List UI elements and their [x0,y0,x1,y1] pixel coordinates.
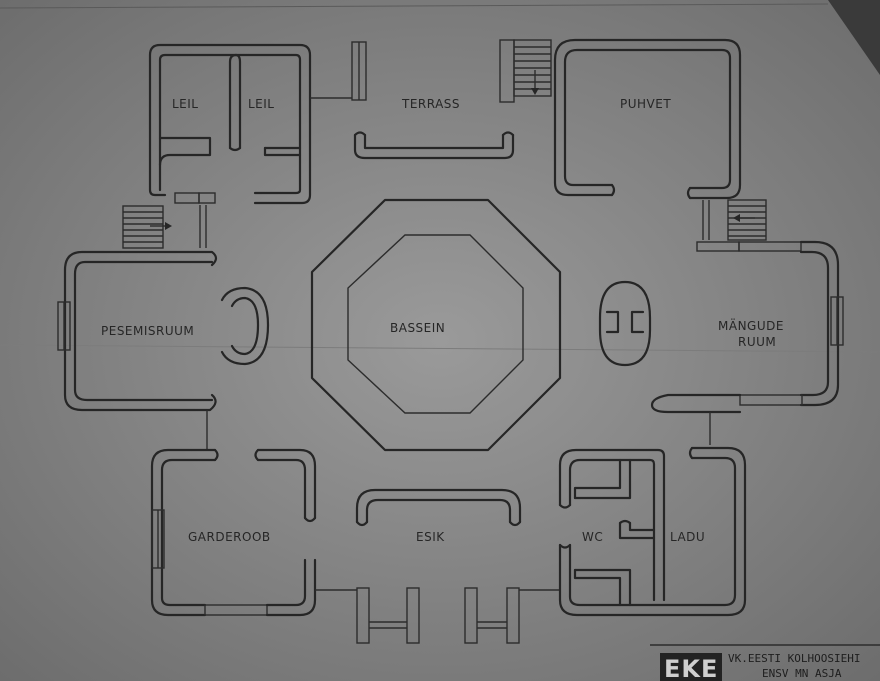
title-block: EKE VK.EESTI KOLHOOSIEHI ENSV MN ASJA [650,644,880,681]
stairs-left [122,205,207,249]
stamp-logo-box [660,653,722,681]
washroom-block [57,250,270,450]
cloakroom-block [150,448,317,617]
entrance-block [315,488,560,644]
games-room-block [598,240,844,445]
room-label-wc: WC [582,530,603,544]
room-label-leil-1: LEIL [172,97,199,111]
pool-block [310,198,562,452]
paper-dark-corner [828,0,880,75]
room-label-leil-2: LEIL [248,97,275,111]
paper-top-edge [0,3,829,9]
sauna-block [148,41,367,205]
room-label-mangude-ruum-2: RUUM [738,335,776,349]
stairs-right [702,199,767,241]
room-label-puhvet: PUHVET [620,97,671,111]
room-label-esik: ESIK [416,530,445,544]
stamp-logo: EKE [664,655,718,681]
room-label-bassein: BASSEIN [390,321,445,335]
room-label-garderoob: GARDEROOB [188,530,271,544]
room-label-pesemisruum: PESEMISRUUM [101,324,194,338]
room-label-ladu: LADU [670,530,705,544]
stamp-line-2: ENSV MN ASJA [762,667,842,680]
buffet-block [499,38,742,200]
room-label-mangude-ruum-1: MÄNGUDE [718,318,784,333]
stamp-line-1: VK.EESTI KOLHOOSIEHI [728,652,860,665]
wc-storage-block [558,446,747,617]
terrace-area [353,131,515,160]
room-label-terrass: TERRASS [401,97,460,111]
paper-fold-line [0,344,880,353]
